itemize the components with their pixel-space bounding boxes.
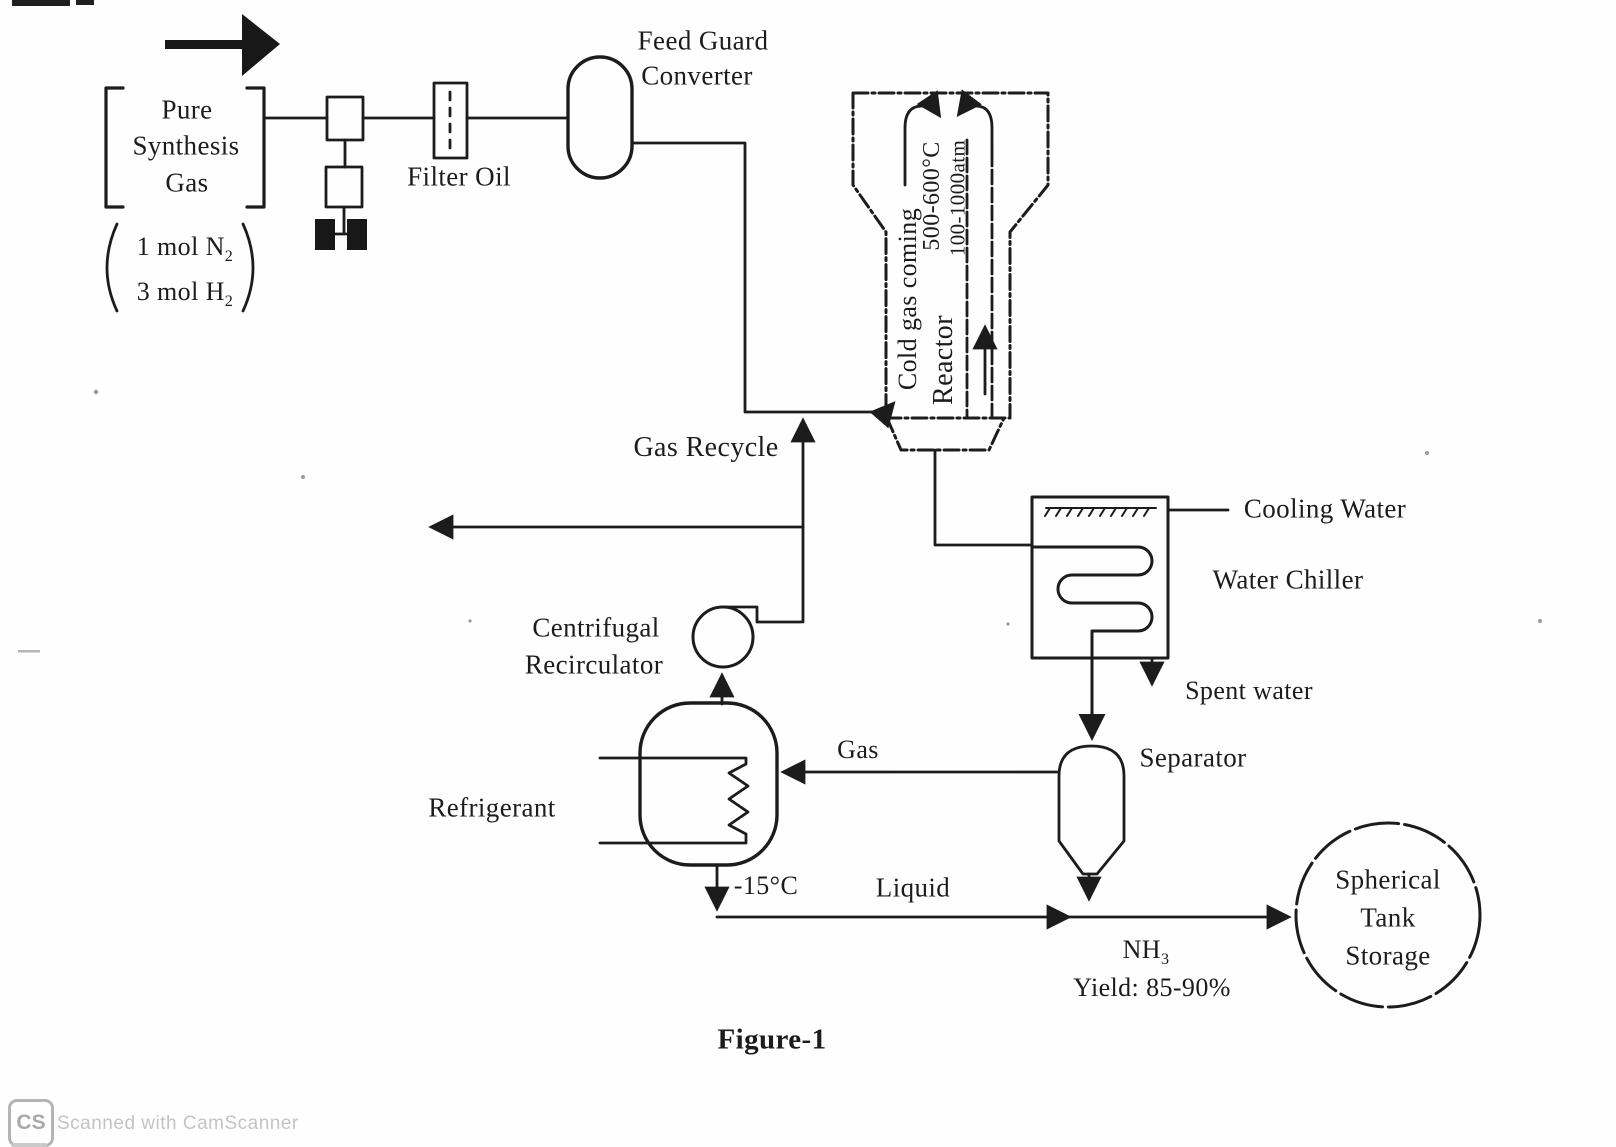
feed-arrow-icon bbox=[165, 14, 280, 76]
recirculator-pump-outlet bbox=[721, 605, 803, 624]
cooling-water-label: Cooling Water bbox=[1243, 493, 1407, 524]
filter-oil-label: Filter Oil bbox=[407, 161, 511, 192]
composition-h2-sub: 2 bbox=[224, 293, 234, 311]
water-chiller-label: Water Chiller bbox=[1212, 564, 1364, 595]
valve-actuator-left bbox=[315, 219, 335, 250]
reactor-cold-gas-label: Cold gas coming bbox=[893, 207, 922, 391]
camscanner-watermark: Scanned with CamScanner bbox=[57, 1113, 299, 1134]
filter-symbol bbox=[432, 81, 469, 160]
feed-stream-label-1: Pure bbox=[161, 94, 213, 125]
tank-label-1: Spherical bbox=[1335, 864, 1441, 895]
camscanner-logo-icon: CS bbox=[8, 1099, 54, 1147]
gas-stream-label: Gas bbox=[837, 735, 879, 764]
nh3-base: NH bbox=[1122, 935, 1161, 964]
composition-n2-base: 1 mol N bbox=[136, 232, 225, 261]
refrigerant-label: Refrigerant bbox=[428, 792, 556, 823]
feed-stream-label-2: Synthesis bbox=[132, 130, 240, 161]
reactor-name-label: Reactor bbox=[928, 315, 959, 405]
valve-block-lower bbox=[324, 165, 364, 209]
feed-guard-converter-label-1: Feed Guard bbox=[637, 25, 769, 56]
refrigerant-coil bbox=[598, 756, 750, 845]
reactor-inner-tube-lines bbox=[965, 138, 994, 418]
valve-actuator-right bbox=[347, 219, 367, 250]
recirculator-pump-symbol bbox=[691, 605, 755, 669]
feed-stream-label-3: Gas bbox=[165, 167, 209, 198]
valve-block-upper bbox=[325, 95, 365, 142]
product-yield-label: Yield: 85-90% bbox=[1073, 973, 1231, 1002]
feed-guard-converter-vessel bbox=[566, 55, 634, 180]
composition-h2-base: 3 mol H bbox=[136, 277, 225, 306]
reactor-inlet-arrow bbox=[869, 401, 896, 429]
gas-recycle-label: Gas Recycle bbox=[633, 432, 779, 463]
centrifugal-recirculator-label-1: Centrifugal bbox=[532, 612, 660, 643]
chiller-water-level-hatch bbox=[1044, 507, 1157, 517]
composition-paren-left bbox=[105, 222, 119, 313]
feed-composition-n2: 1 mol N2 bbox=[136, 232, 234, 265]
refrigerant-exchanger-vessel bbox=[638, 701, 779, 867]
feed-bracket-left bbox=[104, 86, 125, 209]
reactor-pressure-label: 100-1000atm bbox=[945, 139, 970, 257]
reactor-temperature-label: 500-600°C bbox=[919, 141, 945, 251]
camscanner-logo-base bbox=[11, 1143, 47, 1147]
composition-n2-sub: 2 bbox=[224, 248, 234, 266]
spherical-tank-symbol bbox=[1294, 821, 1482, 1009]
exchanger-temperature-label: -15°C bbox=[733, 871, 799, 900]
converter-outlet-line bbox=[630, 141, 874, 414]
composition-paren-right bbox=[241, 222, 255, 313]
water-chiller-box bbox=[1030, 495, 1170, 660]
reactor-outlet-line bbox=[933, 448, 1032, 547]
valve-stem-2 bbox=[333, 205, 349, 236]
spent-water-label: Spent water bbox=[1185, 676, 1313, 705]
centrifugal-recirculator-label-2: Recirculator bbox=[524, 649, 664, 680]
product-formula-label: NH3 bbox=[1122, 935, 1170, 968]
tank-label-2: Tank bbox=[1360, 902, 1416, 933]
reactor-uturn-arrow-right bbox=[956, 89, 994, 154]
feed-guard-converter-label-2: Converter bbox=[641, 60, 753, 91]
tank-label-3: Storage bbox=[1345, 940, 1431, 971]
feed-composition-h2: 3 mol H2 bbox=[136, 277, 234, 310]
chiller-coil bbox=[1031, 545, 1154, 742]
separator-vessel bbox=[1057, 744, 1126, 876]
scan-artifact-marks bbox=[12, 0, 1542, 653]
separator-label: Separator bbox=[1139, 742, 1247, 773]
feed-bracket-right bbox=[245, 86, 266, 209]
nh3-sub: 3 bbox=[1160, 951, 1170, 969]
reactor-vessel-outline bbox=[851, 91, 1050, 452]
reactor-uturn-arrow-left bbox=[903, 90, 942, 187]
figure-caption: Figure-1 bbox=[717, 1023, 827, 1056]
liquid-stream-label: Liquid bbox=[875, 872, 951, 903]
